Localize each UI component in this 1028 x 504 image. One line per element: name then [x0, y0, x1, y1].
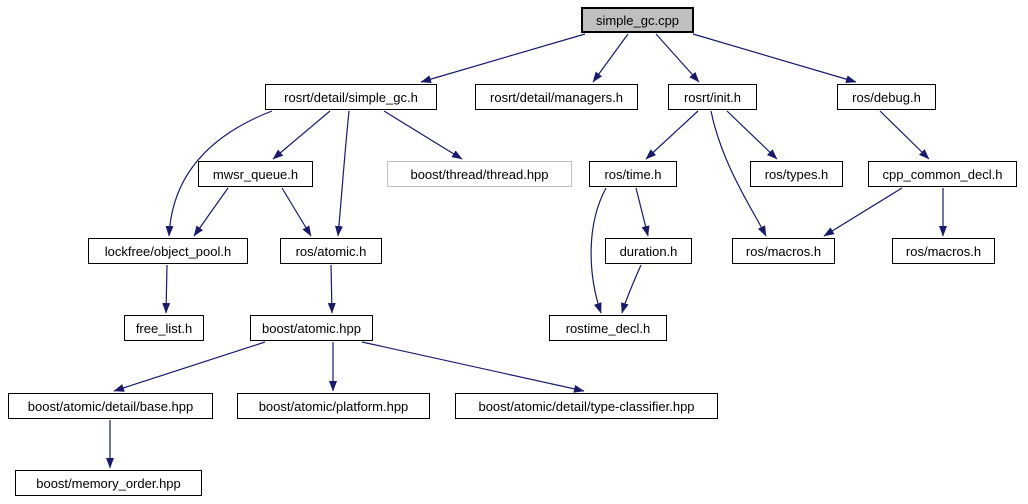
edge-simple-gc-cpp-to-rosrt-init-h	[655, 33, 700, 83]
node-rosrt-detail-managers-h[interactable]: rosrt/detail/managers.h	[475, 84, 638, 110]
node-boost-atomic-detail-base-hpp[interactable]: boost/atomic/detail/base.hpp	[8, 393, 213, 419]
node-rosrt-detail-simple-gc-h[interactable]: rosrt/detail/simple_gc.h	[265, 84, 437, 110]
edge-simple-gc-cpp-to-ros-debug-h	[692, 33, 857, 84]
node-boost-thread-thread-hpp: boost/thread/thread.hpp	[387, 161, 572, 187]
edge-rosrt-detail-simple-gc-h-to-mwsr-queue-h	[272, 110, 331, 160]
edge-ros-atomic-h-to-boost-atomic-hpp	[327, 264, 336, 314]
edge-rosrt-init-h-to-ros-macros-h-a	[710, 110, 767, 237]
node-boost-atomic-detail-type-classifier-hpp[interactable]: boost/atomic/detail/type-classifier.hpp	[455, 393, 718, 419]
node-rostime-decl-h[interactable]: rostime_decl.h	[549, 315, 667, 341]
edge-rosrt-detail-simple-gc-h-to-lockfree-object-pool-h	[165, 110, 273, 237]
node-rosrt-init-h[interactable]: rosrt/init.h	[668, 84, 757, 110]
edge-mwsr-queue-h-to-lockfree-object-pool-h	[193, 187, 229, 237]
node-ros-debug-h[interactable]: ros/debug.h	[837, 84, 936, 110]
node-cpp-common-decl-h[interactable]: cpp_common_decl.h	[868, 161, 1017, 187]
node-mwsr-queue-h[interactable]: mwsr_queue.h	[198, 161, 313, 187]
edge-ros-debug-h-to-cpp-common-decl-h	[879, 110, 930, 160]
edge-rosrt-detail-simple-gc-h-to-boost-thread-thread-hpp	[383, 110, 463, 160]
node-ros-time-h[interactable]: ros/time.h	[589, 161, 677, 187]
edge-mwsr-queue-h-to-ros-atomic-h	[281, 187, 312, 237]
node-boost-memory-order-hpp[interactable]: boost/memory_order.hpp	[15, 470, 202, 496]
edge-simple-gc-cpp-to-rosrt-detail-simple-gc-h	[420, 33, 586, 84]
node-simple-gc-cpp: simple_gc.cpp	[581, 7, 694, 33]
edge-ros-time-h-to-duration-h	[635, 187, 650, 237]
node-ros-atomic-h[interactable]: ros/atomic.h	[280, 238, 382, 264]
node-boost-atomic-platform-hpp[interactable]: boost/atomic/platform.hpp	[237, 393, 430, 419]
edge-rosrt-init-h-to-ros-types-h	[726, 110, 778, 160]
node-free-list-h[interactable]: free_list.h	[124, 315, 204, 341]
edge-simple-gc-cpp-to-rosrt-detail-managers-h	[592, 33, 629, 83]
edge-rosrt-detail-simple-gc-h-to-ros-atomic-h	[334, 110, 350, 237]
edge-ros-time-h-to-rostime-decl-h	[590, 187, 607, 314]
edge-cpp-common-decl-h-to-ros-macros-h-a	[823, 187, 903, 237]
node-ros-macros-h-2[interactable]: ros/macros.h	[892, 238, 995, 264]
edge-duration-h-to-rostime-decl-h	[620, 264, 642, 314]
edge-lockfree-object-pool-h-to-free-list-h	[162, 264, 171, 314]
edge-rosrt-init-h-to-ros-time-h	[645, 110, 699, 160]
node-ros-macros-h-1[interactable]: ros/macros.h	[732, 238, 835, 264]
node-ros-types-h[interactable]: ros/types.h	[750, 161, 843, 187]
node-duration-h[interactable]: duration.h	[605, 238, 692, 264]
edge-boost-atomic-hpp-to-boost-atomic-detail-base-hpp	[113, 341, 266, 392]
edge-boost-atomic-hpp-to-boost-atomic-detail-type-classifier-hpp	[361, 341, 585, 393]
node-boost-atomic-hpp[interactable]: boost/atomic.hpp	[250, 315, 373, 341]
node-lockfree-object-pool-h[interactable]: lockfree/object_pool.h	[88, 238, 248, 264]
